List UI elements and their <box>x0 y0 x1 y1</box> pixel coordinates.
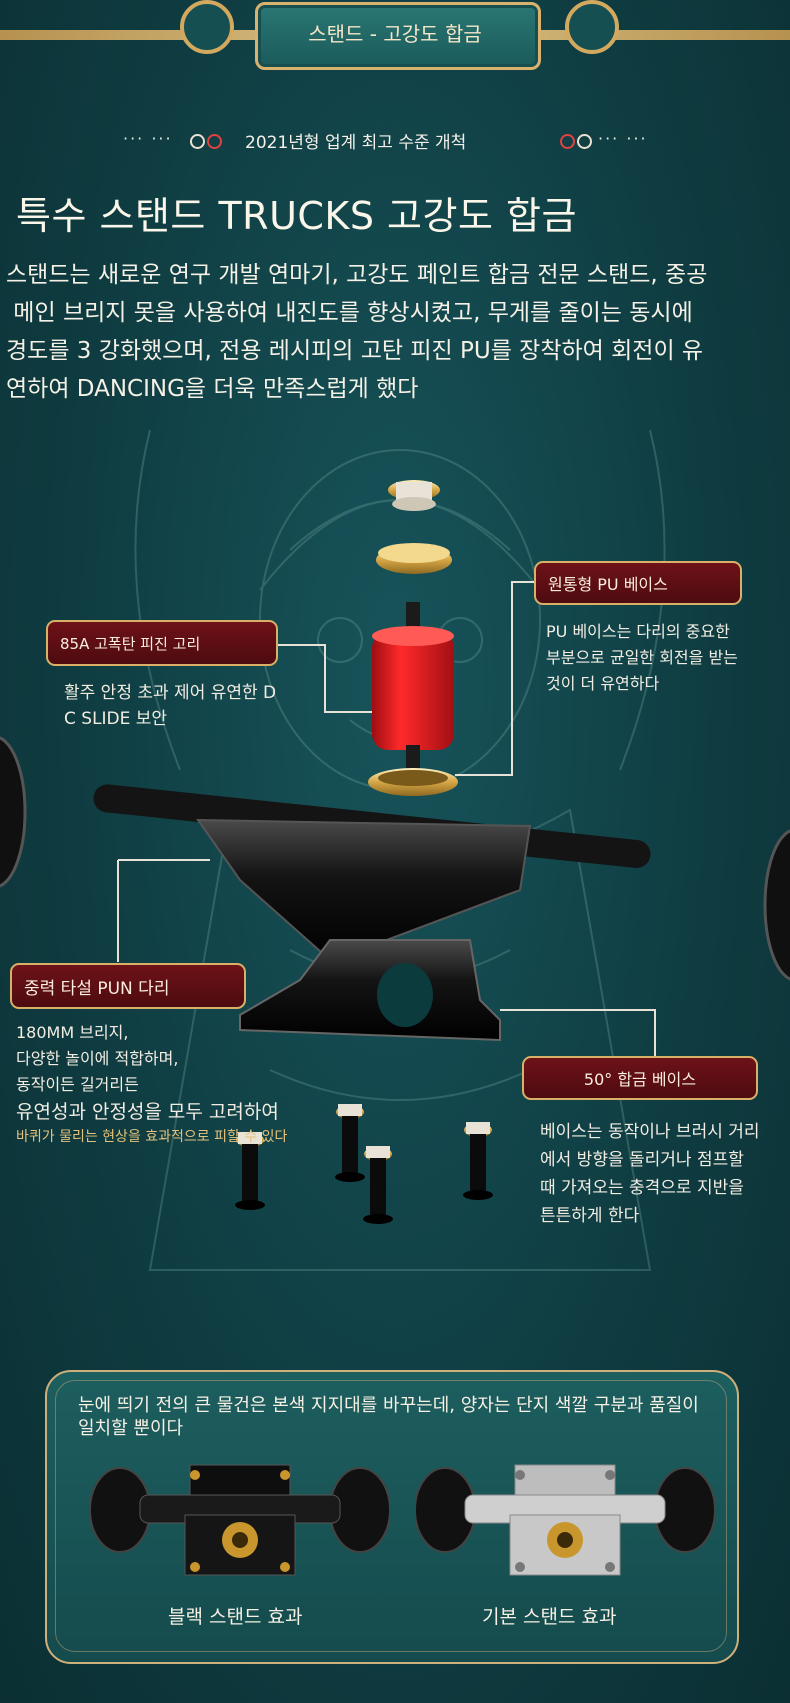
comparison-panel-inner-border <box>55 1380 727 1652</box>
callout-alloy-base-label: 50° 합금 베이스 <box>522 1056 758 1100</box>
callout-desc-line: 다양한 놀이에 적합하며, <box>16 1049 179 1068</box>
description-line: 경도를 3 강화했으며, 전용 레시피의 고탄 피진 PU를 장착하여 회전이 … <box>6 338 704 364</box>
callout-desc-line: 활주 안정 초과 제어 유연한 D <box>64 683 277 703</box>
callout-desc-line: 것이 더 유연하다 <box>546 674 660 693</box>
callout-desc-line: 동작이든 길거리든 <box>16 1075 139 1094</box>
subtitle-text: 2021년형 업계 최고 수준 개척 <box>245 133 467 153</box>
callout-desc-line: C SLIDE 보안 <box>64 709 168 729</box>
callout-ring-desc: 활주 안정 초과 제어 유연한 D C SLIDE 보안 <box>64 680 294 732</box>
left-wheel-partial <box>0 736 27 888</box>
callout-desc-line: 베이스는 동작이나 브러시 거리 <box>540 1122 760 1142</box>
subtitle-dots-right: ··· ··· <box>598 129 648 148</box>
callout-leg-label: 중력 타설 PUN 다리 <box>10 963 246 1009</box>
truck-hanger <box>93 784 651 962</box>
banner-frame <box>255 2 541 70</box>
silver-truck-caption: 기본 스탠드 효과 <box>482 1606 617 1628</box>
callout-desc-line: 부분으로 균일한 회전을 받는 <box>546 648 738 667</box>
callout-desc-line-small: 바퀴가 물리는 현상을 효과적으로 피할 수 있다 <box>16 1129 288 1145</box>
description-line: 스탠드는 새로운 연구 개발 연마기, 고강도 페인트 합금 전문 스탠드, 중… <box>6 262 708 288</box>
callout-desc-line: PU 베이스는 다리의 중요한 <box>546 622 730 641</box>
silver-truck-image <box>415 1464 715 1576</box>
callout-leader-lines <box>117 581 656 1060</box>
callout-pu-base-desc: PU 베이스는 다리의 중요한 부분으로 균일한 회전을 받는 것이 더 유연하… <box>546 619 746 697</box>
truck-exploded-illustration <box>0 480 790 1224</box>
subtitle-ring-right-1 <box>560 134 575 149</box>
subtitle-ring-right-2 <box>577 134 592 149</box>
top-cup-washer <box>376 543 452 574</box>
banner-title: 스탠드 - 고강도 합금 <box>308 22 482 46</box>
banner-left-ornament <box>180 0 234 54</box>
callout-leg-desc: 180MM 브리지, 다양한 놀이에 적합하며, 동작이든 길거리든 유연성과 … <box>16 1020 336 1148</box>
subtitle-ring-left-2 <box>207 134 222 149</box>
callout-desc-line-large: 유연성과 안정성을 모두 고려하여 <box>16 1101 279 1123</box>
callout-desc-line: 180MM 브리지, <box>16 1023 129 1042</box>
callout-pu-base-label: 원통형 PU 베이스 <box>534 561 742 605</box>
description-paragraph: 스탠드는 새로운 연구 개발 연마기, 고강도 페인트 합금 전문 스탠드, 중… <box>6 256 776 408</box>
callout-desc-line: 튼튼하게 한다 <box>540 1206 640 1226</box>
callout-ring-label: 85A 고폭탄 피진 고리 <box>46 620 278 666</box>
callout-alloy-base-desc: 베이스는 동작이나 브러시 거리 에서 방향을 돌리거나 점프할 때 가져오는 … <box>540 1118 770 1230</box>
callout-desc-line: 에서 방향을 돌리거나 점프할 <box>540 1150 744 1170</box>
description-line: 연하여 DANCING을 더욱 만족스럽게 했다 <box>6 376 419 402</box>
subtitle-dots-left: ··· ··· <box>123 129 173 148</box>
pu-bushing <box>372 602 454 775</box>
king-pin-nut <box>388 480 440 511</box>
mounting-screws <box>235 1104 493 1224</box>
callout-desc-line: 때 가져오는 충격으로 지반을 <box>540 1178 744 1198</box>
description-line: 메인 브리지 못을 사용하여 내진도를 향상시켰고, 무게를 줄이는 동시에 <box>6 300 693 326</box>
page-headline: 특수 스탠드 TRUCKS 고강도 합금 <box>16 194 577 238</box>
comparison-panel-text: 눈에 띄기 전의 큰 물건은 본색 지지대를 바꾸는데, 양자는 단지 색깔 구… <box>78 1395 699 1439</box>
truck-baseplate <box>239 939 501 1042</box>
bottom-cup-washer <box>368 768 458 796</box>
right-wheel-partial <box>763 829 790 981</box>
subtitle-ring-left-1 <box>190 134 205 149</box>
black-truck-image <box>90 1464 390 1576</box>
banner-right-ornament <box>565 0 619 54</box>
black-truck-caption: 블랙 스탠드 효과 <box>168 1606 303 1628</box>
